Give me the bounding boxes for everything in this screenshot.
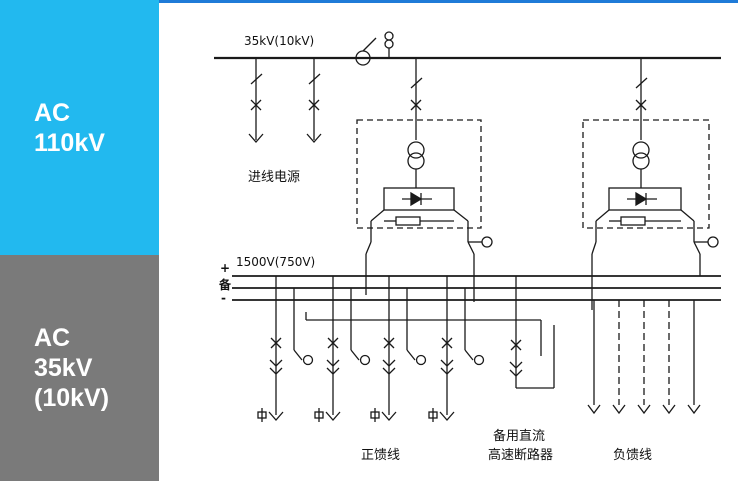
incoming-power-label: 进线电源 [248, 170, 301, 185]
ac-35kv-line1: AC [34, 324, 71, 352]
positive-feeder-2 [314, 276, 371, 422]
ac-110kv-line2: 110kV [34, 128, 105, 157]
plus-mark: + [220, 261, 231, 275]
rectifier-unit-2 [582, 58, 719, 310]
bus-dc-label: 1500V(750V) [236, 255, 316, 269]
spare-breaker [305, 276, 555, 389]
spare-breaker-label-line1: 备用直流 [493, 429, 546, 444]
top-accent-line [0, 0, 738, 3]
ac-35kv-text: AC 35kV (10kV) [34, 323, 109, 413]
diagram-svg [214, 31, 721, 422]
positive-feeder-3 [370, 276, 427, 422]
ac-110kv-text: AC 110kV [34, 98, 105, 158]
spare-breaker-label-line2: 高速断路器 [488, 448, 554, 463]
ac-35kv-line2: 35kV [34, 354, 93, 382]
ac-110kv-line1: AC [34, 98, 71, 127]
bus-voltage-transformer [355, 31, 394, 66]
spare-bus-mark: 备 [219, 278, 232, 292]
incoming-feeder-2 [306, 58, 322, 143]
positive-feeder-label: 正馈线 [361, 448, 401, 463]
positive-feeder-4 [428, 276, 485, 422]
negative-feeders [587, 300, 701, 415]
positive-feeder-1 [257, 276, 314, 422]
rectifier-unit-1 [356, 58, 493, 302]
negative-feeder-label: 负馈线 [613, 448, 653, 463]
ac-35kv-panel: AC 35kV (10kV) [0, 255, 159, 481]
ac-110kv-panel: AC 110kV [0, 0, 159, 255]
incoming-feeder-1 [248, 58, 264, 143]
minus-mark: - [221, 291, 226, 305]
traction-substation-diagram: 35kV(10kV) 1500V(750V) 进线电源 + 备 - 正馈线 备用… [196, 20, 736, 481]
ac-35kv-line3: (10kV) [34, 384, 110, 412]
bus-35kv-label: 35kV(10kV) [244, 34, 315, 48]
